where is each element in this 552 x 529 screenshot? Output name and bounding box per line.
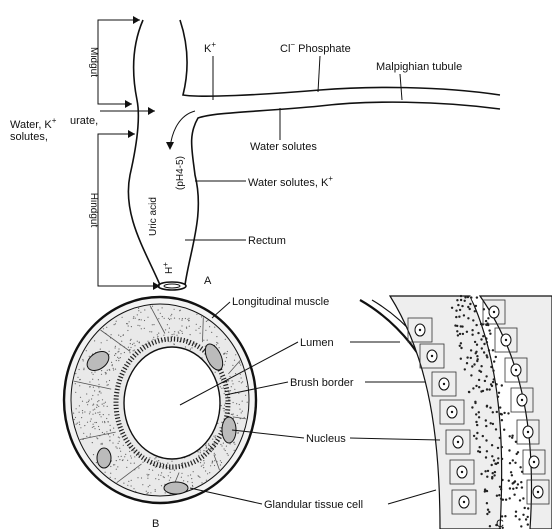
tubule-lower-wall bbox=[185, 102, 500, 285]
panel-a-letter: A bbox=[204, 275, 212, 287]
malpighian-tubule-label: Malpighian tubule bbox=[376, 61, 462, 73]
epithelium-band-left bbox=[390, 296, 502, 529]
water-solutes-k-label: Water solutes, K+ bbox=[248, 174, 333, 189]
longitudinal-muscle-label: Longitudinal muscle bbox=[232, 296, 329, 308]
glandular-tissue-cell-label: Glandular tissue cell bbox=[264, 499, 363, 511]
panel-b-letter: B bbox=[152, 518, 159, 529]
hindgut-label: Hindgut bbox=[88, 193, 99, 228]
gut-tube-right-wall bbox=[180, 20, 500, 96]
brush-border-label: Brush border bbox=[290, 377, 354, 389]
lumen bbox=[124, 347, 220, 459]
urate-label: urate, bbox=[70, 115, 98, 127]
rectum-label: Rectum bbox=[248, 235, 286, 247]
lumen-label: Lumen bbox=[300, 337, 334, 349]
nucleus-4 bbox=[97, 448, 111, 468]
nucleus-5 bbox=[164, 482, 188, 494]
k-label: K+ bbox=[204, 40, 216, 55]
nucleus-label: Nucleus bbox=[306, 433, 346, 445]
uric-acid-label: Uric acid bbox=[148, 197, 159, 236]
part-a-figure: Midgut Hindgut Water, K+ urate, solutes,… bbox=[10, 16, 500, 290]
panel-c-letter: C bbox=[496, 518, 504, 529]
part-c-longitudinal-section: C bbox=[360, 295, 552, 529]
water-k-label: Water, K+ bbox=[10, 116, 57, 131]
part-b-cross-section: B bbox=[64, 297, 256, 529]
cl-phosphate-label: Cl− Phosphate bbox=[280, 40, 351, 55]
midgut-label: Midgut bbox=[88, 47, 99, 77]
ph-label: (pH4-5) bbox=[175, 156, 186, 190]
water-solutes-label: Water solutes bbox=[250, 141, 317, 153]
solutes-label: solutes, bbox=[10, 131, 48, 143]
gut-tube-left-wall bbox=[128, 20, 160, 285]
anus-opening bbox=[158, 282, 186, 290]
h-label: H+ bbox=[161, 262, 175, 274]
